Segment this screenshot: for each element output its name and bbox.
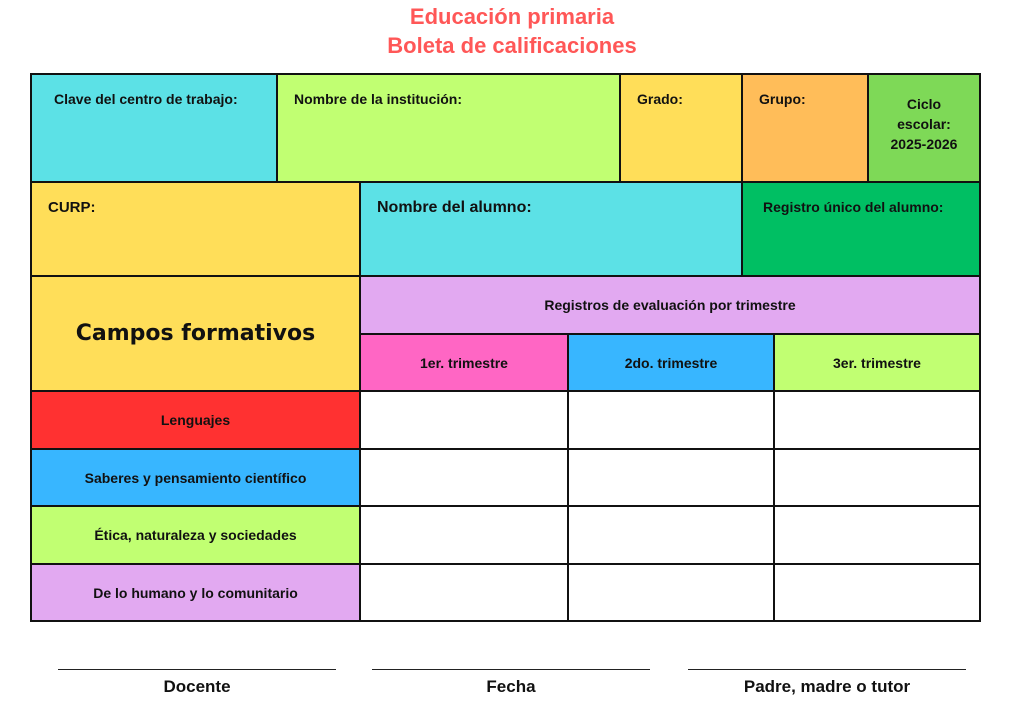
- signature-line-docente: [58, 669, 336, 670]
- ciclo-line1: Ciclo: [906, 96, 942, 112]
- grade-cell-trimestre-2[interactable]: [567, 448, 775, 507]
- campo-label: De lo humano y lo comunitario: [30, 563, 361, 622]
- grade-cell-trimestre-1[interactable]: [359, 448, 569, 507]
- grade-cell-trimestre-3[interactable]: [773, 390, 981, 450]
- registro-label: Registro único del alumno:: [763, 199, 944, 215]
- grade-cell-trimestre-2[interactable]: [567, 563, 775, 622]
- institucion-field[interactable]: Nombre de la institución:: [276, 73, 621, 183]
- registros-header: Registros de evaluación por trimestre: [359, 275, 981, 335]
- grado-label: Grado:: [637, 91, 683, 107]
- document-subtitle: Boleta de calificaciones: [387, 33, 637, 58]
- grade-cell-trimestre-2[interactable]: [567, 505, 775, 565]
- grupo-field[interactable]: Grupo:: [741, 73, 869, 183]
- clave-label: Clave del centro de trabajo:: [54, 91, 238, 107]
- alumno-field[interactable]: Nombre del alumno:: [359, 181, 743, 277]
- document-title: Educación primaria: [409, 4, 615, 29]
- signature-label-tutor: Padre, madre o tutor: [743, 677, 911, 696]
- grade-cell-trimestre-3[interactable]: [773, 448, 981, 507]
- clave-field[interactable]: Clave del centro de trabajo:: [30, 73, 278, 183]
- grade-cell-trimestre-3[interactable]: [773, 505, 981, 565]
- trimestre-1-header: 1er. trimestre: [359, 333, 569, 392]
- trimestre-3-header: 3er. trimestre: [773, 333, 981, 392]
- grade-cell-trimestre-2[interactable]: [567, 390, 775, 450]
- grade-cell-trimestre-1[interactable]: [359, 505, 569, 565]
- curp-label: CURP:: [48, 199, 96, 216]
- campo-label: Saberes y pensamiento científico: [30, 448, 361, 507]
- grade-cell-trimestre-1[interactable]: [359, 563, 569, 622]
- institucion-label: Nombre de la institución:: [294, 91, 463, 107]
- signature-line-fecha: [372, 669, 650, 670]
- ciclo-line3: 2025-2026: [890, 136, 958, 152]
- campo-label: Lenguajes: [30, 390, 361, 450]
- grado-field[interactable]: Grado:: [619, 73, 743, 183]
- campo-label: Ética, naturaleza y sociedades: [30, 505, 361, 565]
- ciclo-line2: escolar:: [897, 116, 951, 132]
- alumno-label: Nombre del alumno:: [377, 199, 532, 216]
- trimestre-2-header: 2do. trimestre: [567, 333, 775, 392]
- signature-label-fecha: Fecha: [486, 677, 536, 696]
- ciclo-escolar: Ciclo escolar: 2025-2026: [867, 73, 981, 183]
- curp-field[interactable]: CURP:: [30, 181, 361, 277]
- grupo-label: Grupo:: [759, 91, 806, 107]
- registro-field[interactable]: Registro único del alumno:: [741, 181, 981, 277]
- grade-cell-trimestre-1[interactable]: [359, 390, 569, 450]
- grade-cell-trimestre-3[interactable]: [773, 563, 981, 622]
- campos-formativos-header: Campos formativos: [30, 275, 361, 392]
- signature-line-tutor: [688, 669, 966, 670]
- signature-label-docente: Docente: [163, 677, 231, 696]
